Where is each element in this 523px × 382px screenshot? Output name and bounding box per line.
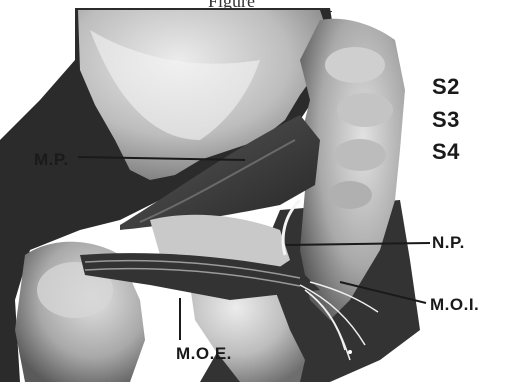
label-np: N.P. (432, 234, 465, 251)
label-s2: S2 (432, 76, 460, 98)
label-moi: M.O.I. (430, 296, 479, 313)
label-mp: M.P. (34, 151, 69, 168)
label-s4: S4 (432, 141, 460, 163)
label-s3: S3 (432, 109, 460, 131)
label-moe: M.O.E. (176, 345, 232, 362)
